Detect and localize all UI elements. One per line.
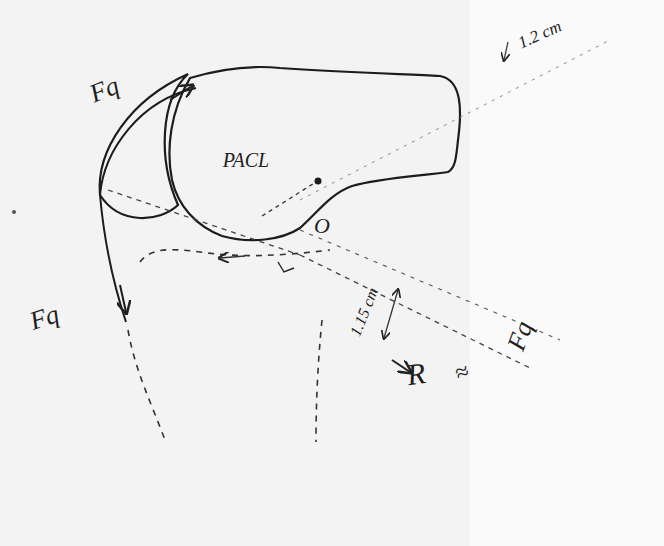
- force-arrow: [220, 256, 245, 258]
- acl-point: [315, 178, 322, 185]
- equals-sign: ≈: [452, 358, 473, 385]
- tibia-outline: [128, 330, 165, 440]
- force-arrow: [120, 285, 126, 312]
- ink-dot: [12, 210, 16, 214]
- femur-outline: [169, 67, 460, 240]
- line-of-action: [300, 40, 610, 200]
- dimension-line: [384, 290, 398, 338]
- quadriceps-tendon: [100, 88, 196, 195]
- point-label: PACL: [223, 150, 269, 170]
- paper-ground: [470, 0, 664, 546]
- force-label: Fq: [26, 301, 62, 335]
- force-arrow: [170, 86, 192, 100]
- dimension-label: 1.15 cm: [347, 286, 381, 339]
- dimension-line: [504, 42, 508, 60]
- force-label: R: [405, 358, 427, 390]
- tibia-outline: [316, 320, 322, 442]
- line-of-action: [300, 255, 530, 368]
- patellar-tendon: [100, 195, 126, 322]
- line-of-action: [108, 190, 300, 255]
- right-angle-mark: [278, 262, 294, 272]
- acl-line: [262, 182, 316, 216]
- force-label: Fq: [86, 73, 123, 108]
- point-label: O: [314, 215, 330, 237]
